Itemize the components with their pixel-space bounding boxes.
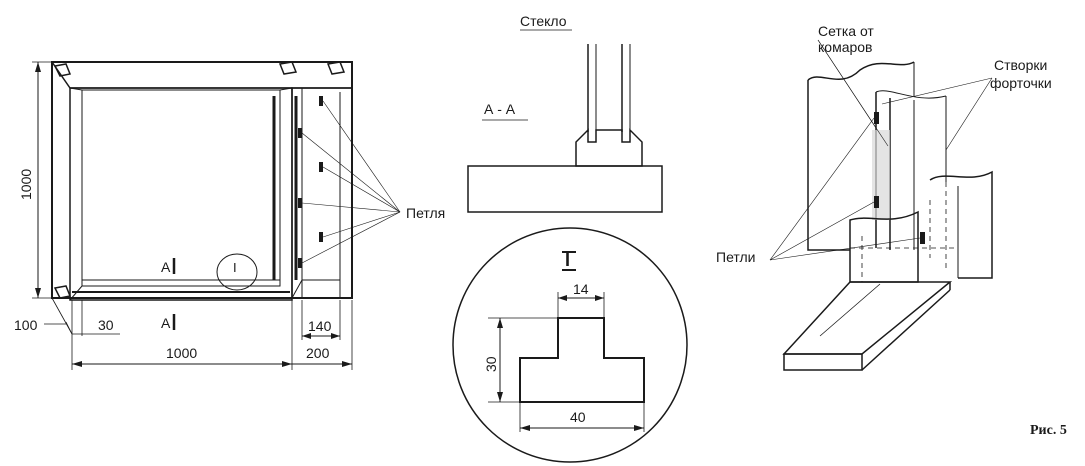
width-value: 1000 <box>166 345 197 361</box>
frame-drawing: А А I Петля 1000 100 30 <box>14 61 445 370</box>
hinge-leaders <box>301 100 401 264</box>
frame-width-value: 30 <box>98 317 114 333</box>
hinges-label: Петли <box>716 249 755 265</box>
vent-inner-value: 140 <box>308 318 332 334</box>
figure-caption: Рис. 5 <box>1030 423 1067 438</box>
mosquito-net-label-line2: комаров <box>818 39 873 55</box>
height-value: 1000 <box>18 169 34 200</box>
detail-callout: I <box>233 260 237 275</box>
section-aa: Стекло А - А <box>467 13 663 213</box>
detail-i: I 14 30 40 <box>452 227 688 463</box>
vent-sash-label-line1: Створки <box>994 57 1047 73</box>
glass-label: Стекло <box>520 13 567 29</box>
section-mark-upper: А <box>161 259 171 275</box>
vent-sash-label-line2: форточки <box>990 75 1052 91</box>
vent-outer-value: 200 <box>306 345 330 361</box>
profile-width-value: 40 <box>570 409 586 425</box>
mosquito-net-label-line1: Сетка от <box>818 23 874 39</box>
hinge-label: Петля <box>406 205 445 221</box>
depth-value: 100 <box>14 317 38 333</box>
section-mark-lower: А <box>161 315 171 331</box>
isometric-detail: Сетка от комаров Створки форточки Петли <box>716 23 1052 371</box>
detail-mark: I <box>565 250 570 270</box>
profile-height-value: 30 <box>483 356 499 372</box>
profile-top-value: 14 <box>573 281 589 297</box>
height-dimension: 1000 <box>18 61 52 299</box>
section-aa-label: А - А <box>484 101 516 117</box>
